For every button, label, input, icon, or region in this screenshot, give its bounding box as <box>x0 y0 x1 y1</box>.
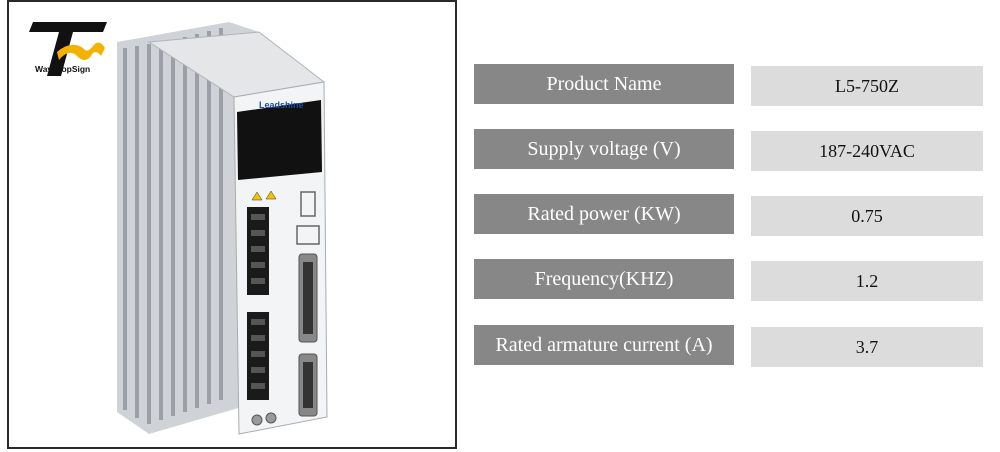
spec-value-supply-voltage: 187-240VAC <box>751 131 983 171</box>
spec-label-supply-voltage: Supply voltage (V) <box>474 129 734 169</box>
brand-label: Leadshine <box>259 100 304 110</box>
product-photo-frame: WaveTopSign Leadshine <box>7 0 457 449</box>
spec-label-rated-current: Rated armature current (A) <box>474 325 734 365</box>
spec-label-frequency: Frequency(KHZ) <box>474 259 734 299</box>
spec-value-rated-current: 3.7 <box>751 327 983 367</box>
brand-logo-icon <box>29 22 107 76</box>
servo-drive-image: Leadshine <box>117 22 328 435</box>
logo-text: WaveTopSign <box>35 64 91 74</box>
spec-label-product-name: Product Name <box>474 64 734 104</box>
spec-value-product-name: L5-750Z <box>751 66 983 106</box>
spec-value-rated-power: 0.75 <box>751 196 983 236</box>
spec-label-rated-power: Rated power (KW) <box>474 194 734 234</box>
spec-value-frequency: 1.2 <box>751 261 983 301</box>
